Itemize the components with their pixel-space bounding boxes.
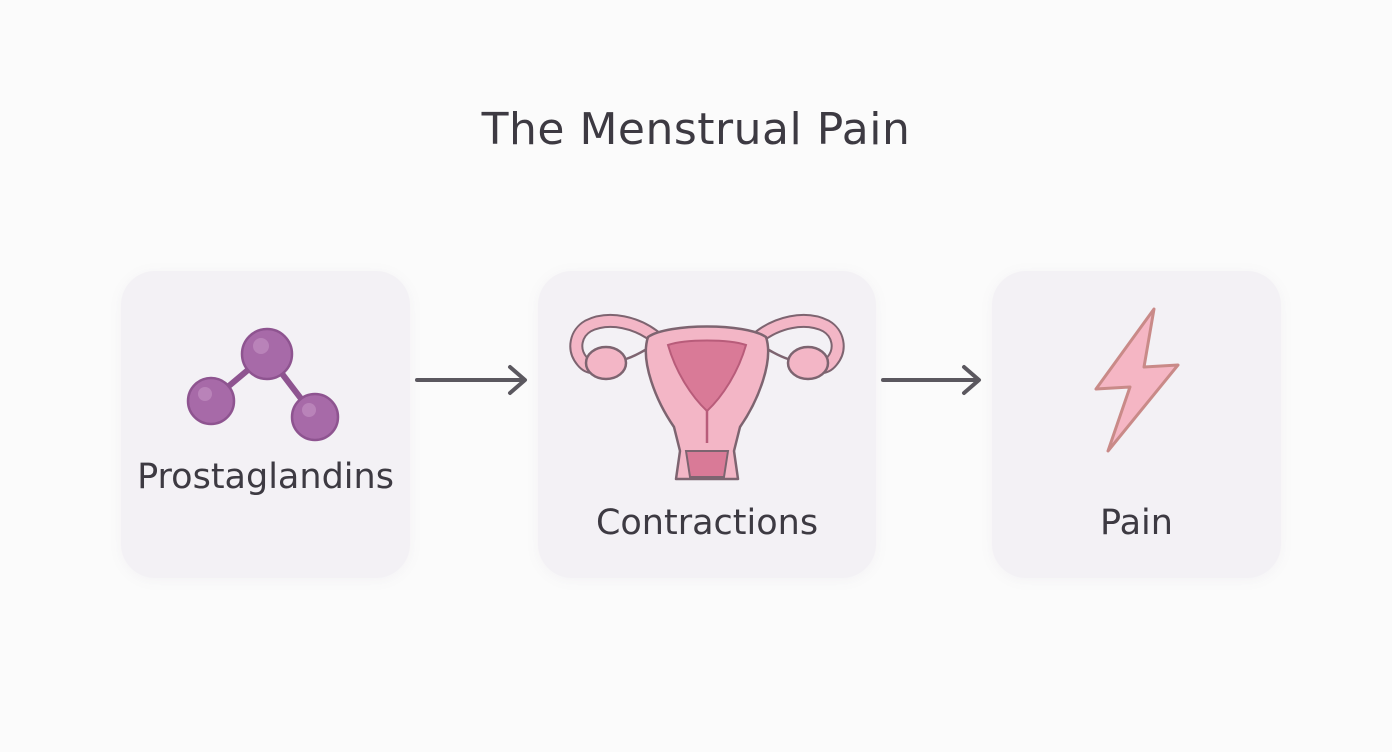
step-label-pain: Pain [1100, 503, 1173, 543]
lightning-bolt-icon [1094, 307, 1180, 453]
diagram-title: The Menstrual Pain [481, 104, 911, 155]
uterus-icon [569, 314, 845, 481]
molecule-icon [186, 327, 340, 442]
step-card-prostaglandins: Prostaglandins [121, 271, 410, 578]
step-card-contractions: Contractions [538, 271, 876, 578]
arrow-right-icon [881, 365, 981, 395]
step-card-pain: Pain [992, 271, 1281, 578]
step-label-prostaglandins: Prostaglandins [137, 457, 394, 497]
step-label-contractions: Contractions [595, 503, 819, 543]
arrow-right-icon [415, 365, 527, 395]
